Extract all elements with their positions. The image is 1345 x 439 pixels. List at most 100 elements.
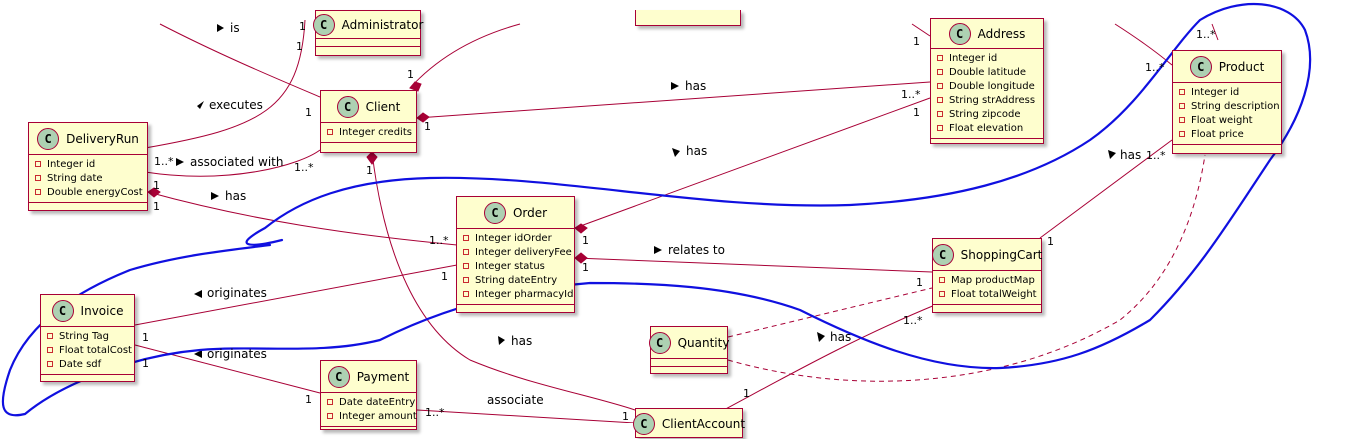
has-cart-account-arrow xyxy=(817,332,825,342)
run-order-line xyxy=(147,191,458,246)
multiplicity: 1..* xyxy=(425,406,445,419)
class-name: Quantity xyxy=(677,335,730,350)
invoice-payment-line xyxy=(134,344,321,394)
executes-arrow xyxy=(197,101,204,109)
attribute: Integer id xyxy=(47,158,96,170)
relation-label: has xyxy=(685,79,707,93)
relates-arrow xyxy=(654,246,662,254)
class-name: ClientAccount xyxy=(661,417,746,431)
originates-order-arrow xyxy=(194,290,202,298)
multiplicity: 1 xyxy=(1047,235,1054,248)
multiplicity: 1..* xyxy=(1196,28,1216,41)
cart-account-line xyxy=(719,304,936,413)
attribute: Double longitude xyxy=(949,80,1035,92)
is-relation-line xyxy=(159,23,321,98)
attribute: String date xyxy=(47,172,103,184)
administrator-class[interactable]: C Administrator xyxy=(312,10,424,56)
clientaccount-class[interactable]: C ClientAccount xyxy=(632,408,746,438)
multiplicity: 1 xyxy=(305,106,312,119)
multiplicity: 1 xyxy=(743,387,750,400)
multiplicity: 1 xyxy=(142,331,149,344)
attribute: String strAddress xyxy=(949,94,1036,106)
attribute: Integer pharmacyId xyxy=(475,288,574,300)
run-diamond xyxy=(147,187,161,198)
multiplicity: 1 xyxy=(441,270,448,283)
quantity-product-line xyxy=(727,154,1206,382)
multiplicity: 1 xyxy=(153,200,160,213)
quantity-cart-line xyxy=(727,287,933,338)
class-name: ShoppingCart xyxy=(960,247,1043,262)
multiplicity: 1 xyxy=(913,35,920,48)
shoppingcart-class[interactable]: C ShoppingCart Map productMap Float total… xyxy=(931,238,1043,313)
multiplicity: 1..* xyxy=(1145,61,1165,74)
multiplicity: 1 xyxy=(622,410,629,423)
relation-label: associate xyxy=(487,393,544,407)
attribute: Integer status xyxy=(475,260,545,272)
class-c-icon: C xyxy=(51,299,74,322)
multiplicity: 1 xyxy=(913,106,920,119)
multiplicity: 1..* xyxy=(429,234,449,247)
attribute: String Tag xyxy=(59,330,109,342)
order-top-diamond xyxy=(574,223,588,234)
attribute: Date dateEntry xyxy=(339,396,416,408)
is-arrow xyxy=(217,24,224,32)
associated-arrow xyxy=(176,158,184,166)
quantity-class[interactable]: C Quantity xyxy=(648,326,730,374)
client-bottom-diamond xyxy=(366,151,378,165)
cart-product-line xyxy=(1039,139,1173,239)
multiplicity: 1 xyxy=(916,276,923,289)
attribute: Double latitude xyxy=(949,66,1026,78)
multiplicity: 1 xyxy=(305,393,312,406)
multiplicity: 1..* xyxy=(903,314,923,327)
class-c-icon: C xyxy=(336,95,359,118)
attribute: Map productMap xyxy=(951,274,1035,286)
attribute-list: Integer id String date Double energyCost xyxy=(29,155,147,203)
multiplicity: 1..* xyxy=(901,88,921,101)
attribute: Float totalWeight xyxy=(951,288,1037,300)
associated-with-line xyxy=(144,149,321,177)
attribute: Integer amount xyxy=(339,410,417,422)
class-name: Administrator xyxy=(341,17,424,32)
multiplicity: 1 xyxy=(299,20,306,33)
relation-label: has xyxy=(225,189,247,203)
class-c-icon: C xyxy=(931,243,954,266)
class-c-icon: C xyxy=(632,413,655,435)
attribute-list: Integer idOrder Integer deliveryFee Inte… xyxy=(457,229,574,305)
multiplicity: 1 xyxy=(582,234,589,247)
attribute-list: Map productMap Float totalWeight xyxy=(933,271,1041,305)
class-c-icon: C xyxy=(312,13,335,36)
multiplicity: 1 xyxy=(366,164,373,177)
client-account-line xyxy=(371,151,636,411)
attribute: Integer id xyxy=(1191,86,1240,98)
order-address-line xyxy=(574,97,931,229)
attribute: Integer deliveryFee xyxy=(475,246,572,258)
attribute: Float weight xyxy=(1191,114,1253,126)
attribute: Float elevation xyxy=(949,122,1024,134)
has-order-address-arrow xyxy=(672,148,680,157)
class-c-icon: C xyxy=(483,201,506,224)
multiplicity: 1 xyxy=(142,357,149,370)
order-cart-line xyxy=(574,257,933,273)
relation-label: executes xyxy=(209,98,263,112)
client-admin-line xyxy=(409,23,521,89)
multiplicity: 1 xyxy=(424,120,431,133)
attribute: Integer id xyxy=(949,52,998,64)
executes-relation-line xyxy=(144,19,306,149)
relation-label: has xyxy=(1120,148,1142,162)
class-c-icon: C xyxy=(1189,55,1212,78)
class-c-icon: C xyxy=(648,331,671,354)
attribute: Integer idOrder xyxy=(475,232,552,244)
product-top-line xyxy=(1211,23,1219,41)
has-cart-arrow xyxy=(1108,150,1116,159)
attribute-list: Integer credits xyxy=(321,123,416,143)
attribute-list: Integer id Double latitude Double longit… xyxy=(931,49,1043,139)
multiplicity: 1..* xyxy=(294,161,314,174)
